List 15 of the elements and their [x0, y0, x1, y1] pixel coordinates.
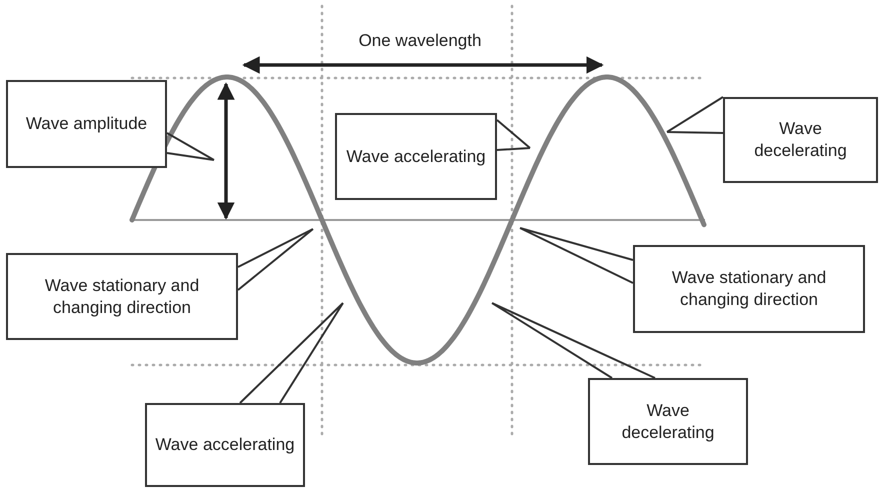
- callout-pointer: [519, 227, 634, 284]
- callout-box: Wave decelerating: [588, 378, 748, 465]
- dimension-label: One wavelength: [358, 30, 482, 52]
- callout-pointer: [237, 228, 314, 291]
- callout-box: Wave stationary and changing direction: [633, 245, 865, 333]
- callout-pointer: [239, 302, 344, 404]
- callout-box: Wave amplitude: [6, 80, 167, 168]
- callout-pointer: [496, 119, 531, 151]
- callout-box: Wave accelerating: [145, 403, 305, 487]
- callout-box: Wave accelerating: [335, 113, 497, 200]
- callout-box: Wave stationary and changing direction: [6, 253, 238, 340]
- callout-pointer: [666, 96, 724, 134]
- callout-pointer: [491, 302, 656, 379]
- callout-pointer: [166, 132, 215, 161]
- callout-box: Wave decelerating: [723, 97, 878, 183]
